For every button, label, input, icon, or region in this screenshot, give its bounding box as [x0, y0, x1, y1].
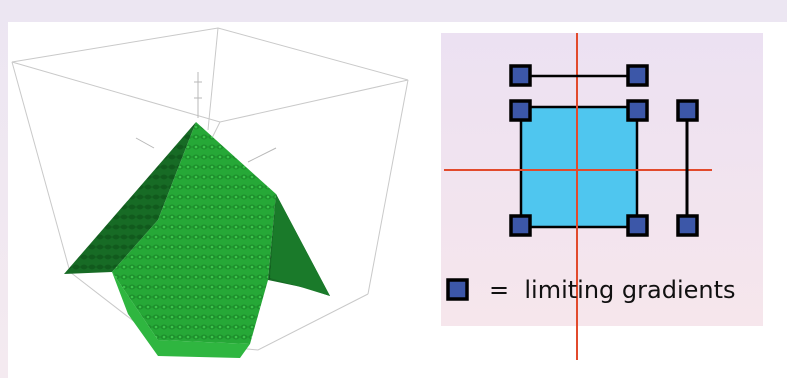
- marker-top-bar-left: [509, 64, 532, 87]
- legend-text: limiting gradients: [524, 276, 736, 304]
- cell-square: [519, 105, 639, 229]
- marker-cell-top-left: [509, 99, 532, 122]
- marker-right-bar-bottom: [676, 214, 699, 237]
- legend-marker: [446, 278, 469, 301]
- legend-label: = limiting gradients: [489, 276, 736, 304]
- marker-cell-top-right: [626, 99, 649, 122]
- marker-top-bar-right: [626, 64, 649, 87]
- surface-right-wing: [270, 194, 330, 296]
- marker-right-bar-top: [676, 99, 699, 122]
- surface-bottom-face: [112, 272, 250, 358]
- axis-ticks: [135, 72, 277, 163]
- box-edge-left: [11, 61, 71, 273]
- legend-equals: =: [489, 276, 510, 304]
- surface-left-dark-face: [64, 122, 196, 274]
- surface-plot-3d: [11, 27, 409, 358]
- box-edge-back: [207, 27, 219, 131]
- pyramid-surface: [64, 122, 330, 358]
- marker-cell-bottom-left: [509, 214, 532, 237]
- box-edge-right: [367, 79, 409, 295]
- surface-front-face: [112, 122, 276, 344]
- limiting-gradient-markers: [509, 64, 699, 237]
- marker-cell-bottom-right: [626, 214, 649, 237]
